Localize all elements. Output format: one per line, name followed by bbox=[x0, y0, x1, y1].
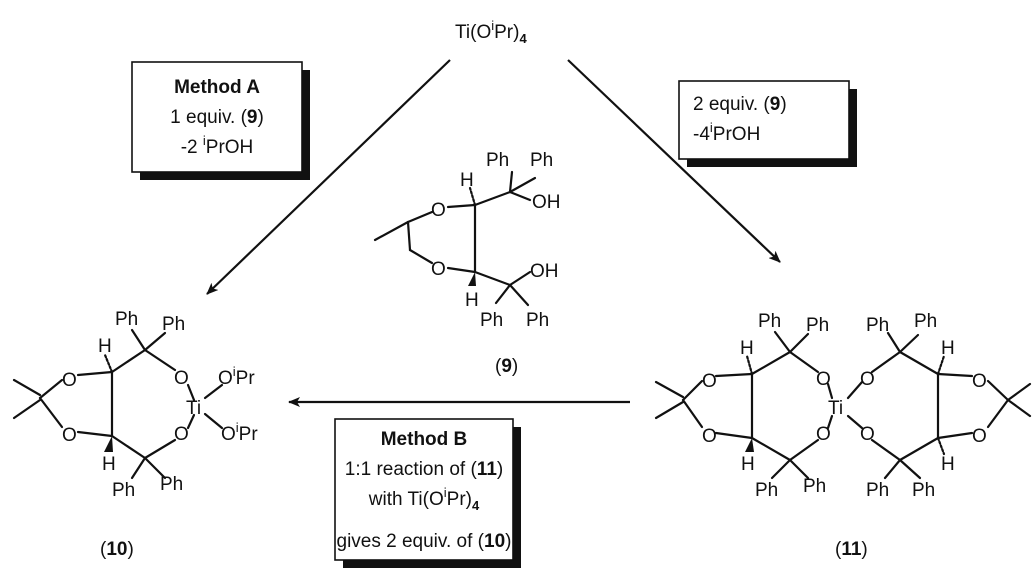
svg-text:H: H bbox=[102, 454, 116, 475]
svg-text:Ph: Ph bbox=[480, 310, 503, 331]
svg-text:H: H bbox=[740, 338, 754, 359]
svg-text:Ph: Ph bbox=[526, 310, 549, 331]
svg-text:Ph: Ph bbox=[162, 314, 185, 335]
svg-text:Ph: Ph bbox=[803, 476, 826, 497]
svg-text:H: H bbox=[98, 336, 112, 357]
method-b-line3: gives 2 equiv. of (10) bbox=[337, 531, 512, 552]
right-conditions-box: 2 equiv. (9) -4iPrOH bbox=[678, 80, 857, 167]
svg-text:Ph: Ph bbox=[486, 150, 509, 171]
method-a-line2: -2 iPrOH bbox=[181, 133, 254, 158]
svg-text:O: O bbox=[860, 424, 875, 445]
svg-text:O: O bbox=[431, 259, 446, 280]
svg-text:O: O bbox=[174, 368, 189, 389]
svg-text:H: H bbox=[460, 170, 474, 191]
svg-text:H: H bbox=[741, 454, 755, 475]
svg-text:O: O bbox=[431, 200, 446, 221]
svg-text:Ph: Ph bbox=[806, 315, 829, 336]
svg-text:Ph: Ph bbox=[530, 150, 553, 171]
svg-text:Ph: Ph bbox=[914, 311, 937, 332]
svg-text:Ph: Ph bbox=[912, 480, 935, 501]
compound-10-label: (10) bbox=[100, 539, 134, 560]
method-b-line1: 1:1 reaction of (11) bbox=[345, 459, 503, 480]
svg-text:OiPr: OiPr bbox=[221, 420, 258, 445]
method-b-box: Method B 1:1 reaction of (11) with Ti(Oi… bbox=[334, 418, 521, 568]
svg-text:O: O bbox=[860, 369, 875, 390]
svg-text:Ph: Ph bbox=[755, 480, 778, 501]
method-a-line1: 1 equiv. (9) bbox=[170, 107, 264, 128]
svg-text:Ti: Ti bbox=[828, 398, 843, 419]
svg-text:Ph: Ph bbox=[866, 315, 889, 336]
method-a-box: Method A 1 equiv. (9) -2 iPrOH bbox=[131, 61, 310, 180]
right-line2: -4iPrOH bbox=[693, 120, 760, 145]
svg-text:OH: OH bbox=[532, 192, 561, 213]
method-a-title: Method A bbox=[174, 77, 260, 98]
svg-text:H: H bbox=[465, 290, 479, 311]
svg-text:O: O bbox=[174, 424, 189, 445]
svg-text:O: O bbox=[62, 370, 77, 391]
svg-text:H: H bbox=[941, 454, 955, 475]
compound-9-label: (9) bbox=[495, 356, 518, 377]
svg-text:O: O bbox=[972, 426, 987, 447]
svg-text:Ti: Ti bbox=[186, 398, 201, 419]
compound-11-structure: O O O O Ti O O O O H H H H Ph Ph Ph Ph P… bbox=[654, 311, 1032, 501]
compound-10-structure: O O O O Ti OiPr OiPr H H Ph Ph Ph Ph bbox=[12, 309, 258, 501]
svg-text:Ph: Ph bbox=[112, 480, 135, 501]
svg-text:O: O bbox=[972, 371, 987, 392]
svg-text:O: O bbox=[702, 426, 717, 447]
reagent-label: Ti(OiPr)4 bbox=[455, 18, 527, 46]
svg-text:Ph: Ph bbox=[758, 311, 781, 332]
svg-text:OiPr: OiPr bbox=[218, 364, 255, 389]
method-b-line2: with Ti(OiPr)4 bbox=[368, 485, 480, 513]
svg-text:Ph: Ph bbox=[866, 480, 889, 501]
svg-text:Ph: Ph bbox=[160, 474, 183, 495]
compound-9-structure: O O H H Ph Ph OH OH Ph Ph bbox=[373, 150, 561, 331]
arrow-to-10 bbox=[206, 59, 451, 295]
compound-11-label: (11) bbox=[835, 539, 868, 560]
svg-text:O: O bbox=[816, 369, 831, 390]
svg-text:O: O bbox=[816, 424, 831, 445]
svg-text:O: O bbox=[702, 371, 717, 392]
method-b-title: Method B bbox=[381, 429, 468, 450]
arrow-to-11 bbox=[567, 59, 781, 263]
svg-text:O: O bbox=[62, 425, 77, 446]
svg-text:H: H bbox=[941, 338, 955, 359]
right-line1: 2 equiv. (9) bbox=[693, 94, 787, 115]
svg-text:OH: OH bbox=[530, 261, 559, 282]
svg-text:Ph: Ph bbox=[115, 309, 138, 330]
